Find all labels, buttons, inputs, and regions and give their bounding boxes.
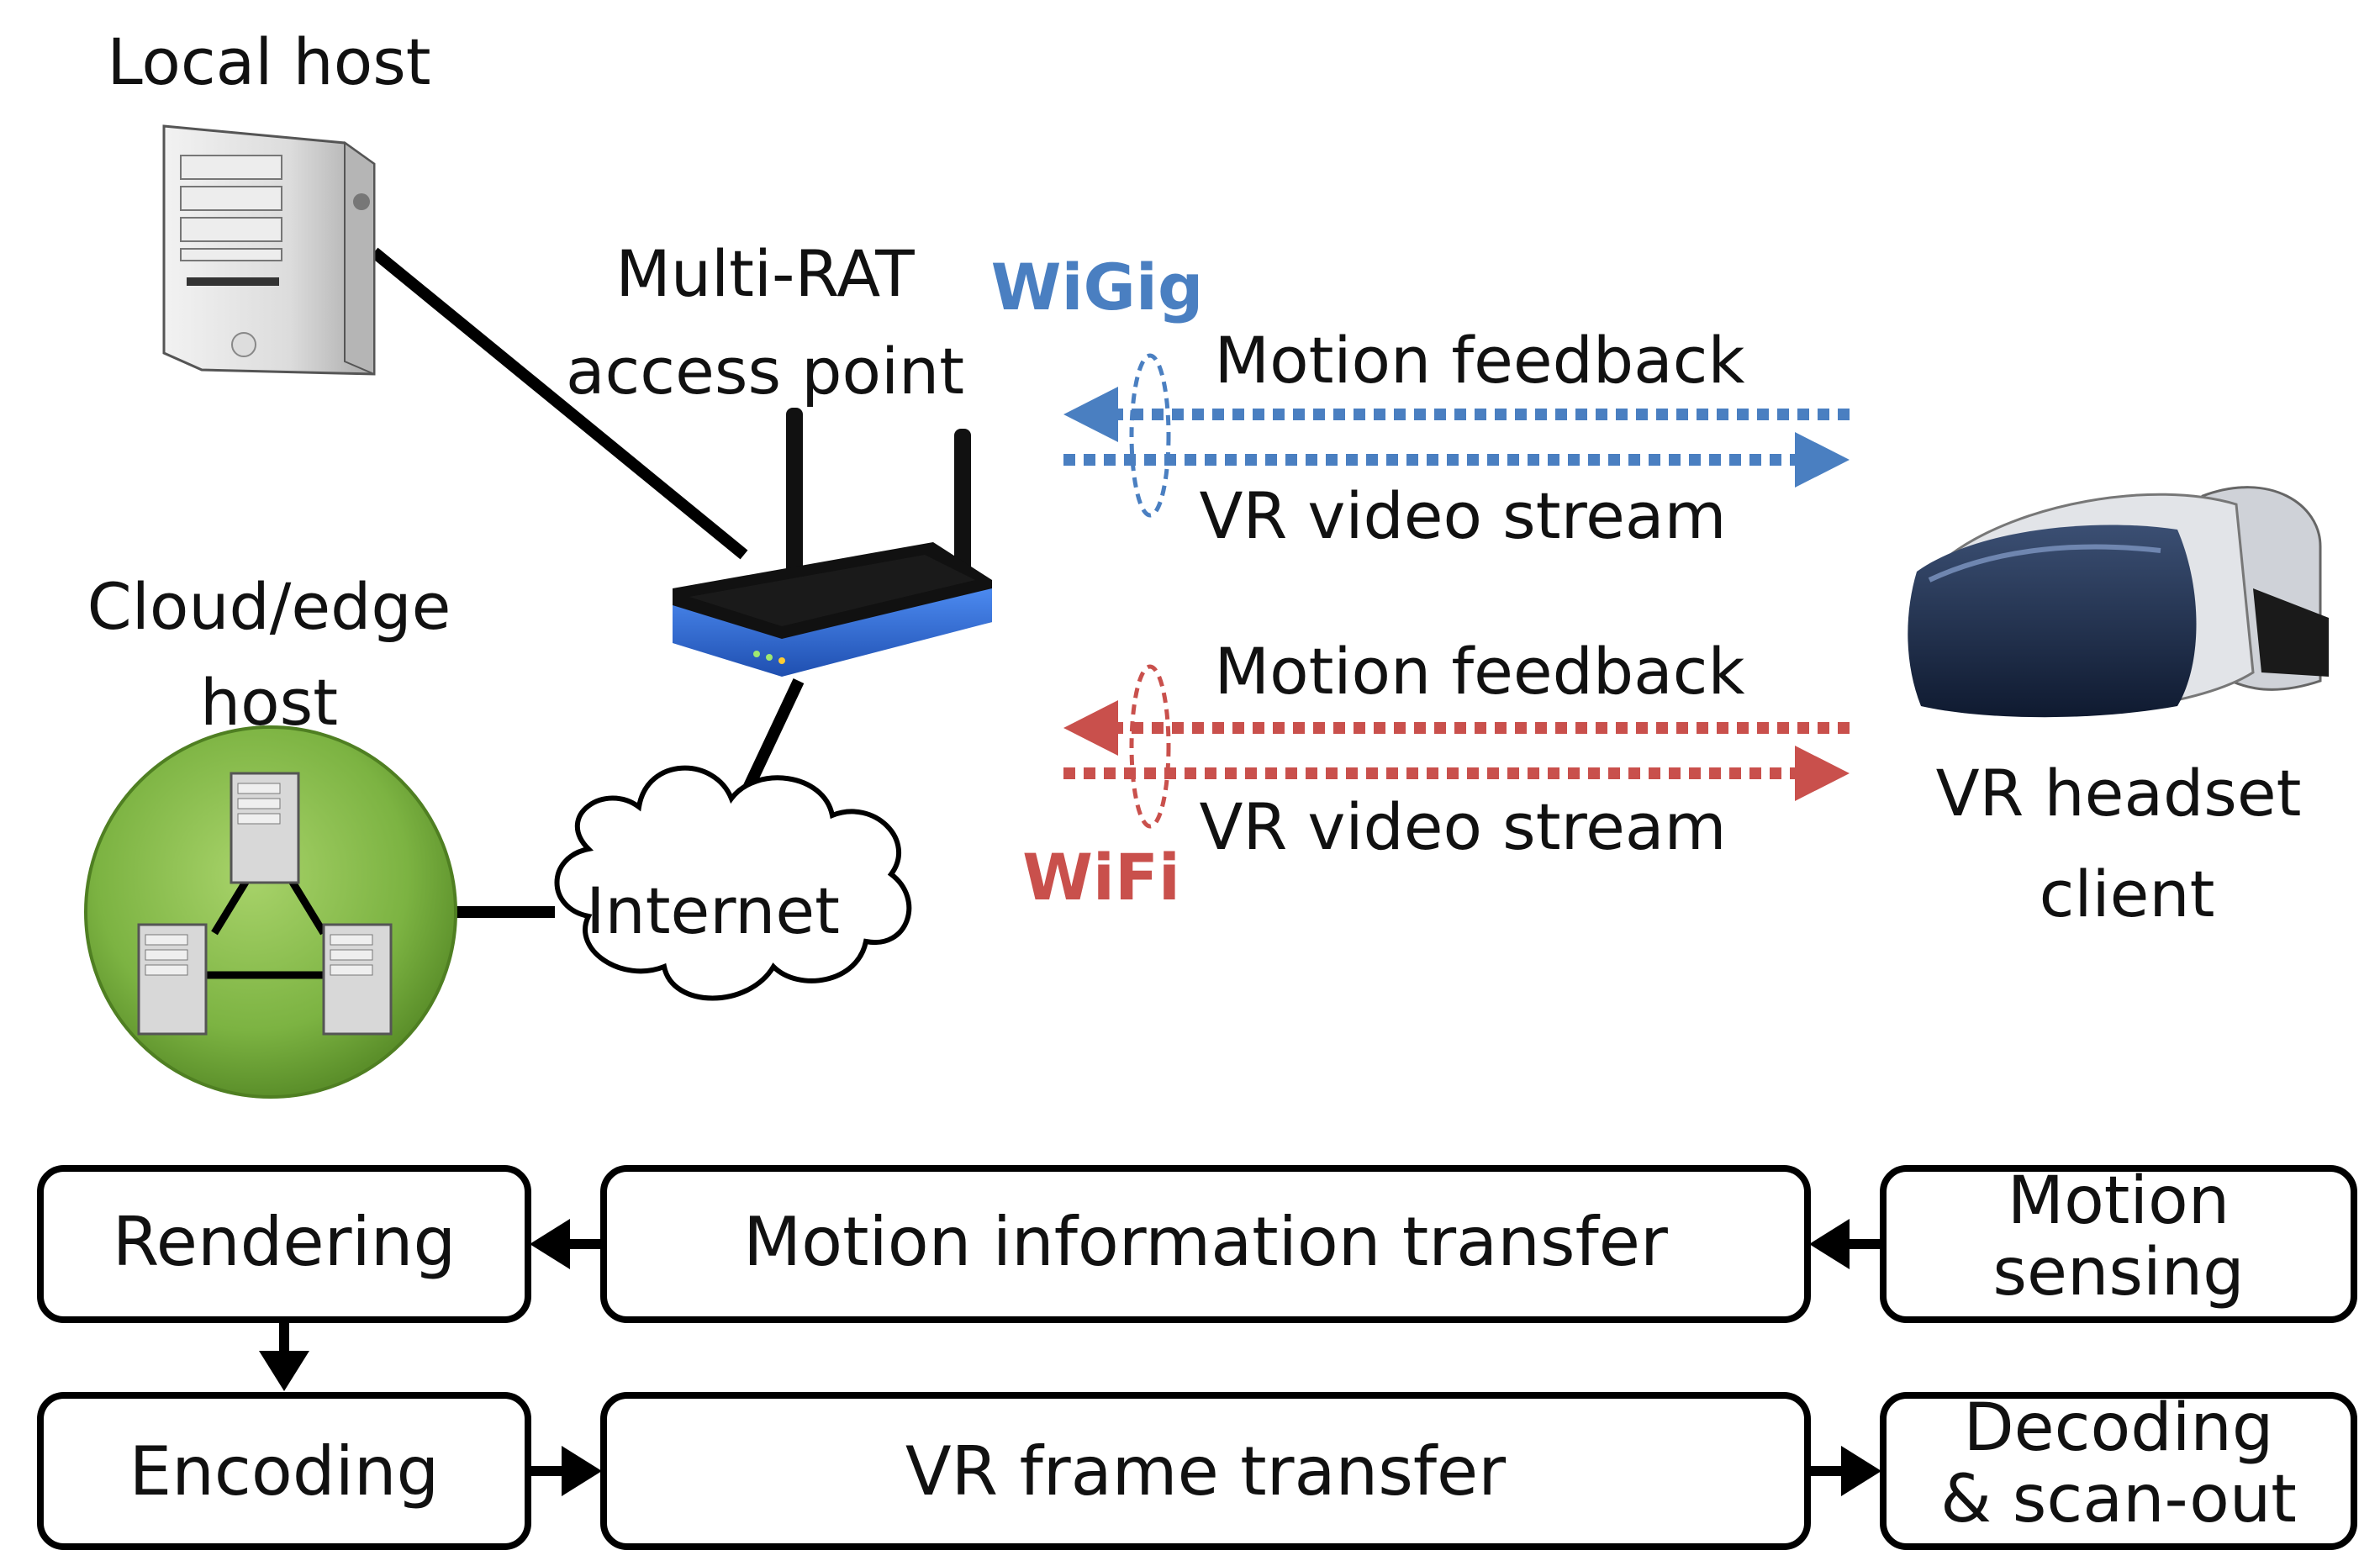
access-point-label-line2: access point [566, 334, 964, 409]
wifi-motion-feedback-label: Motion feedback [1215, 634, 1745, 709]
motion-sensing-label-line2: sensing [1992, 1235, 2244, 1310]
pipeline: Rendering Motion information transfer Mo… [37, 1163, 2357, 1550]
vr-frame-transfer-label: VR frame transfer [905, 1432, 1506, 1511]
wifi-link-ellipse [1129, 664, 1171, 829]
wifi-label: WiFi [1022, 840, 1180, 915]
internet-label: Internet [586, 873, 840, 948]
cloud-host-label-line1: Cloud/edge [87, 569, 451, 644]
pipeline-arrows [259, 1219, 1883, 1496]
wigig-video-stream-label: VR video stream [1199, 478, 1726, 553]
motion-info-transfer-label: Motion information transfer [743, 1203, 1668, 1281]
vr-headset-icon [1908, 486, 2329, 718]
server-icon-left [137, 923, 208, 1036]
local-host-label: Local host [107, 24, 430, 99]
rendering-label: Rendering [113, 1203, 456, 1281]
wigig-label: WiGig [991, 250, 1204, 324]
server-icon-top [230, 772, 300, 884]
encoding-label: Encoding [129, 1432, 440, 1511]
decoding-label-line2: & scan-out [1940, 1462, 2297, 1537]
decoding-box [1880, 1392, 2357, 1550]
router-icon [673, 408, 992, 677]
internet-cloud-icon [554, 765, 912, 1001]
access-point-label-line1: Multi-RAT [615, 236, 915, 311]
server-icon-right [322, 923, 393, 1036]
headset-label-line2: client [2040, 857, 2215, 931]
decoding-label-line1: Decoding [1964, 1390, 2274, 1466]
wigig-link-ellipse [1129, 353, 1171, 518]
motion-sensing-label-line1: Motion [2008, 1163, 2230, 1239]
wigig-motion-feedback-label: Motion feedback [1215, 323, 1745, 398]
wifi-arrows [1063, 664, 1850, 829]
localhost-to-ap-link [370, 247, 748, 560]
cloud-edge-host-icon [84, 725, 457, 1099]
wigig-arrows [1063, 353, 1850, 518]
local-host-tower-icon [162, 124, 376, 376]
headset-label-line1: VR headset [1936, 756, 2302, 830]
wifi-video-stream-label: VR video stream [1199, 789, 1726, 864]
